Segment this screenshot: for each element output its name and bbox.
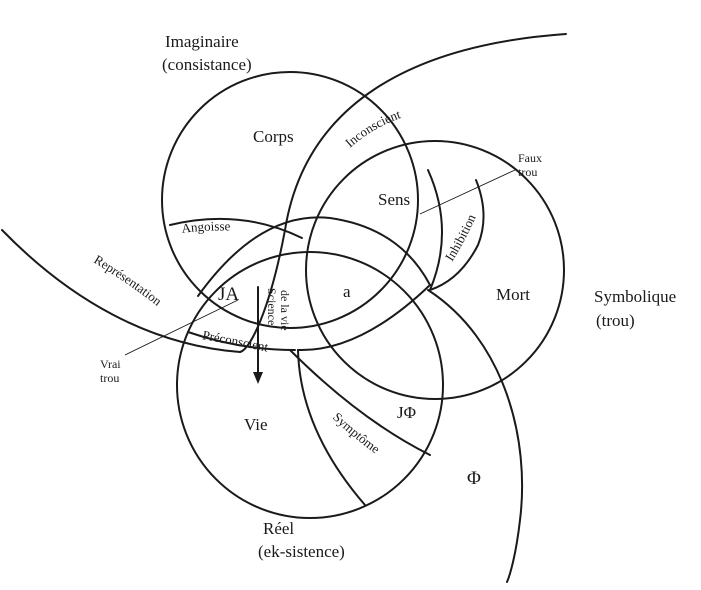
angoisse-arc: [169, 217, 303, 239]
label-vrai-2: trou: [100, 371, 119, 385]
phi-curve: [427, 289, 524, 583]
label-mort: Mort: [496, 285, 530, 304]
inhibition-arc-inner: [429, 179, 485, 291]
representation-curve: [1, 229, 241, 353]
imaginaire-ring: [161, 71, 419, 329]
label-a: a: [343, 282, 351, 301]
label-corps: Corps: [253, 127, 294, 146]
label-inhibition: Inhibition: [442, 211, 479, 263]
label-faux-2: trou: [518, 165, 537, 179]
label-symptome: Symptôme: [330, 409, 383, 456]
lens-upper-arc: [197, 216, 431, 297]
symptome-arc-1: [297, 349, 366, 506]
label-ja: JA: [218, 284, 239, 305]
vrai-trou-line: [124, 299, 239, 356]
lens-lower-arc: [297, 284, 431, 352]
label-vrai-1: Vrai: [100, 357, 121, 371]
reel-ring: [176, 251, 444, 519]
label-inconscient: Inconscient: [342, 106, 403, 150]
label-vie: Vie: [244, 415, 268, 434]
label-eksistence: (ek-sistence): [258, 542, 345, 561]
label-consistance: (consistance): [162, 55, 252, 74]
label-representation: Représentation: [91, 252, 165, 309]
label-angoisse: Angoisse: [181, 218, 231, 235]
label-reel: Réel: [263, 519, 294, 538]
label-jphi: JΦ: [397, 403, 416, 422]
inhibition-arc-outer: [427, 169, 443, 291]
faux-trou-line: [419, 169, 516, 215]
symbolique-ring: [305, 140, 565, 400]
label-science-1: Science: [265, 288, 279, 325]
label-trou: (trou): [596, 311, 635, 330]
label-preconscient: Préconscient: [201, 327, 270, 354]
label-phi: Φ: [467, 468, 481, 489]
label-sens: Sens: [378, 190, 410, 209]
label-imaginaire: Imaginaire: [165, 32, 239, 51]
preconscient-arc: [187, 331, 296, 351]
symptome-arc-2: [289, 349, 431, 456]
label-symbolique: Symbolique: [594, 287, 676, 306]
arrow-down-icon: [253, 372, 263, 384]
label-science-2: de la vie: [278, 290, 292, 331]
label-faux-1: Faux: [518, 151, 542, 165]
